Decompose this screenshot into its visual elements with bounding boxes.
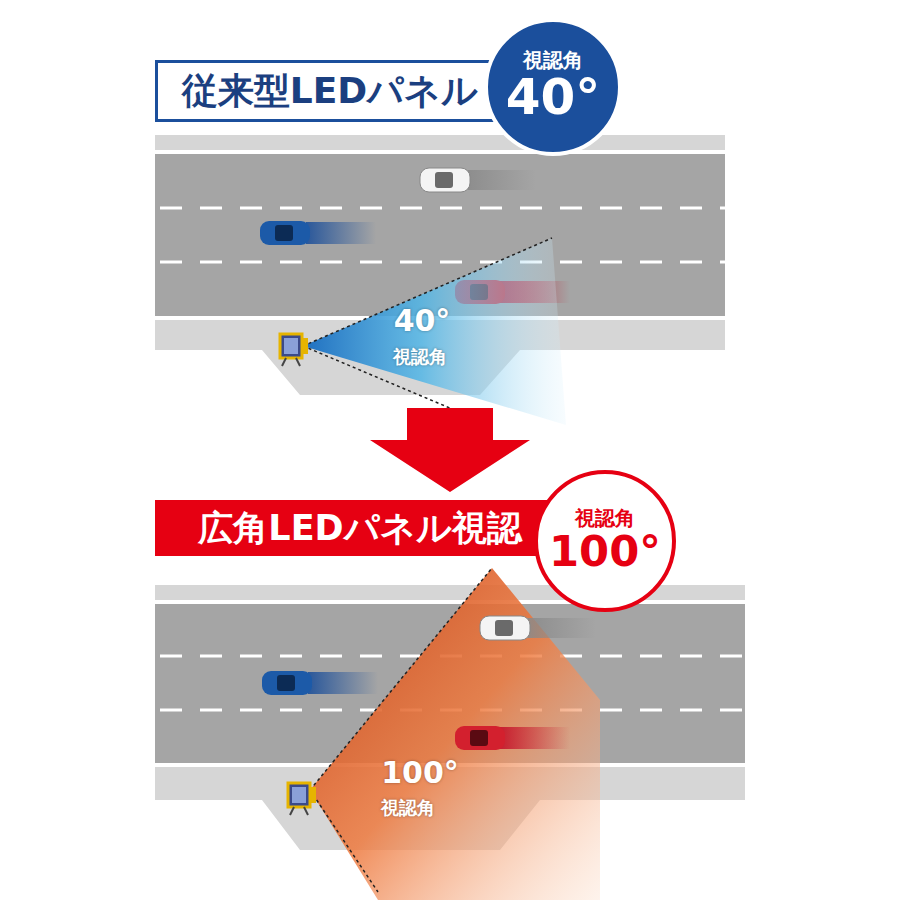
angle-circle: 視認角40° xyxy=(484,18,622,156)
heading-text: 広角LEDパネル視認 xyxy=(198,510,521,547)
road-bottom xyxy=(155,568,745,900)
angle-caption: 視認角 xyxy=(381,796,435,820)
angle-circle: 視認角100° xyxy=(534,470,676,612)
angle-caption: 視認角 xyxy=(575,508,635,529)
angle-value: 40° xyxy=(394,303,451,338)
road-top xyxy=(155,135,725,425)
angle-value: 40° xyxy=(506,71,601,124)
down-arrow xyxy=(370,408,530,492)
title-box: 従来型LEDパネル xyxy=(155,60,505,122)
title-band: 広角LEDパネル視認 xyxy=(155,500,565,556)
angle-value: 100° xyxy=(381,755,459,790)
angle-caption: 視認角 xyxy=(523,50,583,71)
angle-caption: 視認角 xyxy=(393,345,447,369)
heading-text: 従来型LEDパネル xyxy=(182,72,478,110)
angle-value: 100° xyxy=(549,529,661,574)
